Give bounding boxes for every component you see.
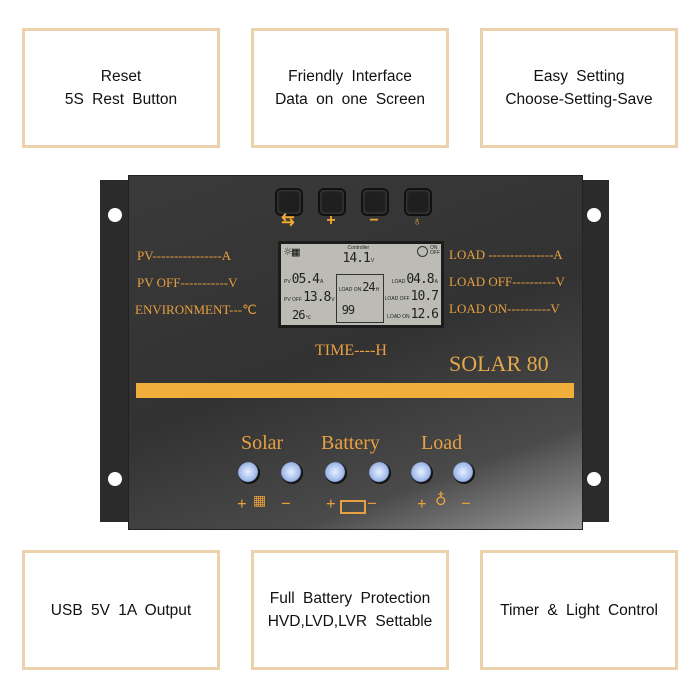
lcd-unit: H bbox=[375, 287, 380, 294]
polarity-minus: − bbox=[281, 494, 291, 513]
model-name: SOLAR 80 bbox=[449, 351, 549, 376]
feature-usb: USB 5V 1A Output bbox=[22, 550, 220, 670]
lcd-timer: 24 bbox=[362, 280, 375, 295]
label-load: LOAD ---------------A bbox=[449, 247, 563, 262]
polarity-minus: − bbox=[367, 494, 377, 513]
terminal-solar-positive[interactable] bbox=[238, 462, 260, 484]
lcd-unit: V bbox=[331, 296, 335, 303]
lcd-load-current: 04.8 bbox=[406, 272, 434, 288]
lcd-display: ☼▦ Controller 14.1 V ON OFF PV 05.4 A bbox=[278, 241, 444, 328]
solar-panel-icon: ▦ bbox=[253, 494, 267, 509]
feature-text: Friendly Interface bbox=[288, 68, 412, 85]
lcd-unit: A bbox=[319, 279, 324, 286]
label-load-off: LOAD OFF----------V bbox=[449, 274, 565, 289]
feature-text: 5S Rest Button bbox=[64, 91, 178, 108]
lcd-unit: ℃ bbox=[305, 314, 312, 321]
lcd-unit: A bbox=[434, 279, 438, 286]
switch-arrows-icon: ⇆ bbox=[281, 212, 295, 229]
terminal-load-negative[interactable] bbox=[453, 462, 475, 484]
lcd-pv-off: 13.8 bbox=[303, 289, 331, 305]
label-time: TIME----H bbox=[315, 342, 387, 359]
lcd-battery-voltage: 14.1 bbox=[342, 251, 371, 266]
lcd-load-off-label: LOAD OFF bbox=[384, 296, 410, 303]
feature-reset: Reset 5S Rest Button bbox=[22, 28, 220, 148]
mounting-hole bbox=[108, 472, 122, 486]
light-icon: ♁ bbox=[412, 214, 422, 228]
label-load-on: LOAD ON----------V bbox=[449, 301, 560, 316]
bulb-icon bbox=[417, 246, 428, 257]
mounting-hole bbox=[587, 472, 601, 486]
terminal-battery-positive[interactable] bbox=[325, 462, 347, 484]
terminal-solar-negative[interactable] bbox=[281, 462, 303, 484]
lcd-battery-percent: 99 bbox=[341, 302, 355, 317]
feature-interface: Friendly Interface Data on one Screen bbox=[251, 28, 449, 148]
terminal-load-positive[interactable] bbox=[411, 462, 433, 484]
lcd-load-label: LOAD bbox=[391, 279, 406, 286]
minus-button[interactable] bbox=[361, 188, 389, 216]
lcd-bottom-row: PV 05.4 A PV OFF 13.8 V 26 ℃ LOAD ON 24 bbox=[284, 271, 439, 323]
feature-protection: Full Battery Protection HVD,LVD,LVR Sett… bbox=[251, 550, 449, 670]
feature-timer: Timer & Light Control bbox=[480, 550, 678, 670]
mounting-hole bbox=[108, 208, 122, 222]
label-environment: ENVIRONMENT---℃ bbox=[135, 302, 257, 317]
plus-button[interactable] bbox=[318, 188, 346, 216]
polarity-plus: + bbox=[237, 494, 247, 513]
polarity-minus: − bbox=[461, 494, 471, 513]
polarity-plus: + bbox=[417, 494, 427, 513]
terminal-label-battery: Battery bbox=[321, 432, 380, 454]
label-pv: PV----------------A bbox=[137, 248, 232, 263]
feature-setting: Easy Setting Choose-Setting-Save bbox=[480, 28, 678, 148]
polarity-plus: + bbox=[326, 494, 336, 513]
feature-text: Reset bbox=[100, 68, 142, 85]
lcd-temperature: 26 bbox=[292, 307, 305, 322]
lcd-pv-label: PV bbox=[284, 279, 291, 286]
lcd-pv-current: 05.4 bbox=[291, 272, 320, 288]
switch-button[interactable] bbox=[275, 188, 303, 216]
charge-controller: ⇆ + − ♁ PV----------------A PV OFF------… bbox=[128, 175, 583, 530]
accent-stripe bbox=[136, 383, 574, 398]
lcd-load-on-label: LOAD ON bbox=[387, 313, 410, 320]
sun-panel-icon: ☼▦ bbox=[284, 245, 300, 260]
feature-text: USB 5V 1A Output bbox=[50, 601, 192, 619]
bulb-icon: ♁ bbox=[435, 492, 447, 509]
lcd-pv-off-label: PV OFF bbox=[284, 296, 303, 303]
feature-text: Full Battery Protection bbox=[269, 590, 431, 607]
lcd-load-on: 12.6 bbox=[410, 306, 439, 322]
light-button[interactable] bbox=[404, 188, 432, 216]
lcd-controller-label: Controller bbox=[347, 245, 370, 251]
feature-text: Easy Setting bbox=[533, 68, 625, 85]
terminal-battery-negative[interactable] bbox=[369, 462, 391, 484]
lcd-battery-group: Controller 14.1 V bbox=[342, 245, 375, 266]
mounting-hole bbox=[587, 208, 601, 222]
battery-frame-icon: LOAD ON 24 H 99 bbox=[335, 274, 384, 323]
feature-text: Choose-Setting-Save bbox=[505, 91, 653, 108]
lcd-onoff-label: ON OFF bbox=[430, 245, 440, 256]
terminal-label-load: Load bbox=[421, 432, 463, 454]
lcd-unit: V bbox=[370, 258, 375, 264]
lcd-top-row: ☼▦ Controller 14.1 V ON OFF bbox=[284, 245, 440, 271]
minus-icon: − bbox=[369, 212, 379, 229]
plus-icon: + bbox=[326, 212, 336, 229]
terminal-label-solar: Solar bbox=[241, 432, 284, 454]
lcd-load-on-label: LOAD ON bbox=[338, 287, 362, 294]
lcd-load-status: ON OFF bbox=[417, 245, 440, 257]
lcd-left-column: PV 05.4 A PV OFF 13.8 V 26 ℃ bbox=[284, 271, 335, 323]
lcd-right-column: LOAD 04.8 A LOAD OFF 10.7 LOAD ON 12.6 bbox=[384, 271, 439, 323]
lcd-load-off: 10.7 bbox=[410, 289, 439, 305]
label-pv-off: PV OFF-----------V bbox=[137, 275, 238, 290]
feature-text: Data on one Screen bbox=[275, 91, 425, 108]
battery-icon bbox=[340, 500, 366, 514]
feature-text: Timer & Light Control bbox=[500, 601, 658, 619]
feature-text: HVD,LVD,LVR Settable bbox=[267, 613, 433, 630]
